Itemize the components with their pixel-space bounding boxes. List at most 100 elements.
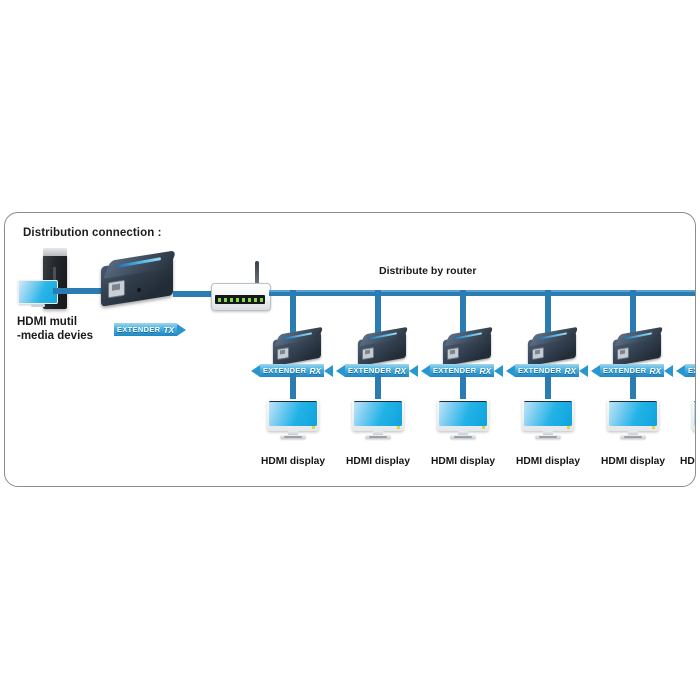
cable-transmitter-to-router	[173, 291, 217, 297]
rx-badge-arrow-left-icon	[336, 364, 345, 377]
tx-badge-plate: EXTENDER TX	[114, 323, 178, 336]
display-base-line	[454, 436, 472, 438]
hdmi-extender-receiver-2	[354, 326, 410, 367]
router-led	[229, 297, 233, 302]
source-monitor-icon	[18, 280, 58, 307]
rx-badge-plate: EXTENDER RX	[600, 364, 665, 377]
rx-badge-word: EXTENDER	[518, 366, 562, 375]
display-power-led	[567, 426, 570, 429]
display-frame	[607, 399, 659, 431]
rx-badge-arrow-left-icon	[324, 364, 334, 377]
receiver-rj45-port	[447, 346, 459, 361]
hdmi-extender-receiver-6	[694, 331, 695, 365]
source-label-line-1: HDMI mutil	[17, 316, 78, 328]
extender-rx-badge-4: EXTENDER RX	[506, 364, 589, 377]
display-neck	[543, 431, 553, 435]
source-device-label: HDMI mutil -media devies	[17, 316, 93, 343]
cable-source-to-transmitter	[53, 288, 111, 294]
rx-badge-plate: EXTENDER RX	[260, 364, 325, 377]
display-neck	[628, 431, 638, 435]
rx-badge-plate: EXTENDER RX	[430, 364, 495, 377]
receiver-rj45-port	[277, 346, 289, 361]
hdmi-display-label-5: HDMI display	[601, 456, 665, 467]
rx-badge-word: EXTENDER	[263, 366, 307, 375]
transmitter-rj45-port	[108, 279, 125, 299]
rx-badge-arrow-left-icon	[421, 364, 430, 377]
router-led	[259, 297, 263, 302]
receiver-rj45-port	[362, 346, 374, 361]
display-power-led	[312, 426, 315, 429]
hdmi-display-2	[352, 399, 404, 444]
rx-badge-word: EXTE	[688, 366, 695, 375]
router-led	[217, 297, 221, 302]
hdmi-display-3	[437, 399, 489, 444]
rx-badge-arrow-left-icon	[579, 364, 589, 377]
rx-badge-arrow-left-icon	[506, 364, 515, 377]
rx-badge-word: EXTENDER	[603, 366, 647, 375]
display-base-line	[624, 436, 642, 438]
extender-tx-badge: EXTENDER TX	[114, 323, 187, 336]
rx-badge-word: EXTENDER	[348, 366, 392, 375]
display-neck	[373, 431, 383, 435]
display-power-led	[652, 426, 655, 429]
drop-cable-5	[630, 290, 636, 334]
tx-badge-direction: TX	[163, 324, 175, 335]
drop-cable-1	[290, 290, 296, 334]
rx-badge-direction: RX	[479, 365, 492, 376]
hdmi-display-6	[692, 399, 695, 444]
display-screen	[609, 401, 657, 427]
router-led	[223, 297, 227, 302]
display-frame	[352, 399, 404, 431]
distribution-bus-cable	[269, 290, 695, 296]
rx-badge-plate: EXTE	[685, 364, 695, 377]
display-base-line	[369, 436, 387, 438]
router-led	[241, 297, 245, 302]
distribution-diagram-card: Distribution connection : Distribute by …	[4, 212, 696, 487]
hdmi-display-label-4: HDMI display	[516, 456, 580, 467]
rx-badge-plate: EXTENDER RX	[345, 364, 410, 377]
display-neck	[288, 431, 298, 435]
tx-badge-word: EXTENDER	[117, 325, 161, 334]
distribution-bus-highlight	[269, 290, 695, 292]
display-screen	[694, 401, 695, 427]
hdmi-extender-receiver-4	[524, 326, 580, 367]
hdmi-display-label-1: HDMI display	[261, 456, 325, 467]
display-neck	[458, 431, 468, 435]
receiver-rj45-port	[532, 346, 544, 361]
extender-rx-badge-1: EXTENDER RX	[251, 364, 334, 377]
hdmi-display-label-3: HDMI display	[431, 456, 495, 467]
hdmi-display-1	[267, 399, 319, 444]
receiver-to-display-cable-3	[460, 373, 466, 401]
display-base-line	[284, 436, 302, 438]
page-title: Distribution connection :	[23, 227, 162, 239]
rx-badge-arrow-left-icon	[664, 364, 674, 377]
tx-badge-arrow-right-icon	[177, 323, 187, 336]
hdmi-display-label-6: HD	[680, 456, 695, 467]
display-frame	[437, 399, 489, 431]
rx-badge-arrow-left-icon	[409, 364, 419, 377]
extender-rx-badge-3: EXTENDER RX	[421, 364, 504, 377]
rx-badge-arrow-left-icon	[676, 364, 685, 377]
receiver-rj45-port	[617, 346, 629, 361]
extender-rx-badge-5: EXTENDER RX	[591, 364, 674, 377]
rx-badge-direction: RX	[564, 365, 577, 376]
drop-cable-3	[460, 290, 466, 334]
receiver-to-display-cable-4	[545, 373, 551, 401]
rx-badge-arrow-left-icon	[494, 364, 504, 377]
hdmi-display-4	[522, 399, 574, 444]
rx-badge-direction: RX	[394, 365, 407, 376]
source-monitor-screen	[18, 280, 58, 304]
rx-badge-word: EXTENDER	[433, 366, 477, 375]
router-led	[247, 297, 251, 302]
extender-rx-badge-2: EXTENDER RX	[336, 364, 419, 377]
hdmi-display-5	[607, 399, 659, 444]
router-antenna-icon	[255, 261, 259, 285]
rx-badge-direction: RX	[309, 365, 322, 376]
transmitter-screw	[137, 287, 141, 292]
rx-badge-plate: EXTENDER RX	[515, 364, 580, 377]
rx-badge-arrow-left-icon	[591, 364, 600, 377]
extender-rx-badge-6: EXTE	[676, 364, 695, 377]
display-screen	[439, 401, 487, 427]
display-power-led	[397, 426, 400, 429]
source-monitor-stand	[31, 304, 45, 307]
